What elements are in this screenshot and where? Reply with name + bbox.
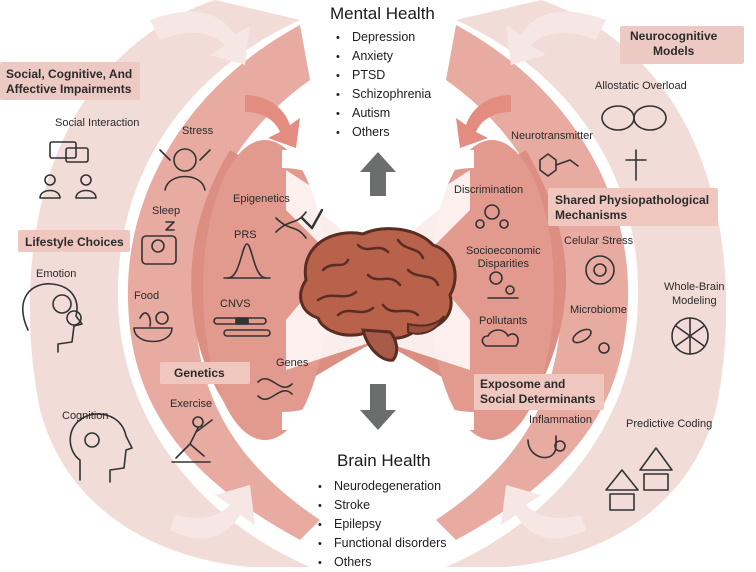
brain-health-list: Neurodegeneration Stroke Epilepsy Functi… (318, 477, 447, 572)
socioeconomic-icon (487, 271, 519, 299)
arrow-down-icon (360, 384, 396, 430)
outer-right-band (446, 0, 727, 567)
mental-health-list: Depression Anxiety PTSD Schizophrenia Au… (336, 28, 431, 142)
stress-label: Stress (182, 125, 214, 137)
inner-arrows (282, 150, 474, 430)
physio-header: Shared Physiopathological Mechanisms (555, 193, 710, 222)
list-item: Schizophrenia (336, 85, 431, 104)
models-header-bg (620, 26, 744, 64)
neurotransmitter-icon (539, 153, 579, 177)
microbiome-label: Microbiome (570, 304, 627, 316)
list-item: Others (318, 553, 447, 572)
list-item: Depression (336, 28, 431, 47)
inflammation-icon (527, 435, 566, 459)
allostatic-label: Allostatic Overload (595, 80, 687, 92)
cognition-icon (69, 413, 133, 483)
list-item: Neurodegeneration (318, 477, 447, 496)
genes-label: Genes (276, 357, 309, 369)
microbiome-icon (572, 328, 610, 354)
stress-icon (159, 148, 211, 191)
social-header-bg (0, 62, 140, 100)
pollutants-icon (481, 329, 519, 347)
sleep-label: Sleep (152, 205, 181, 217)
inflammation-label: Inflammation (529, 414, 592, 426)
genetics-header: Genetics (174, 366, 225, 380)
cognition-label: Cognition (62, 410, 109, 422)
outer-left-band (29, 0, 310, 567)
mental-health-title: Mental Health (330, 4, 435, 23)
brain-health-title: Brain Health (337, 451, 431, 470)
neurotransmitter-label: Neurotransmitter (511, 130, 593, 142)
socioeconomic-label: Socioeconomic Disparities (466, 245, 541, 270)
pollutants-label: Pollutants (479, 315, 528, 327)
social-interaction-icon (39, 141, 97, 199)
exercise-icon (171, 416, 213, 463)
list-item: Anxiety (336, 47, 431, 66)
list-item: Epilepsy (318, 515, 447, 534)
cellular-stress-label: Celular Stress (564, 235, 634, 247)
discrimination-label: Discrimination (454, 184, 524, 196)
cellular-stress-icon (585, 255, 615, 285)
exercise-label: Exercise (170, 398, 213, 410)
outer-arrows (150, 11, 606, 539)
genes-icon (257, 378, 293, 400)
social-interaction-label: Social Interaction (55, 117, 140, 129)
exposome-header-bg (474, 374, 604, 410)
list-item: Functional disorders (318, 534, 447, 553)
emotion-label: Emotion (36, 268, 77, 280)
list-item: Stroke (318, 496, 447, 515)
predictive-label: Predictive Coding (626, 418, 713, 430)
emotion-icon (22, 283, 83, 353)
whole-brain-modeling-icon (671, 317, 709, 355)
models-header: Neurocognitive Models (630, 29, 718, 58)
brain-icon (299, 227, 457, 362)
allostatic-overload-icon (601, 105, 667, 181)
list-item: Others (336, 123, 431, 142)
middle-arrows (245, 95, 511, 148)
lifestyle-header: Lifestyle Choices (25, 235, 124, 249)
list-item: Autism (336, 104, 431, 123)
discrimination-icon (475, 204, 509, 229)
arrow-up-icon (360, 152, 396, 196)
food-label: Food (134, 290, 160, 302)
cnvs-label: CNVS (220, 298, 251, 310)
food-icon (133, 311, 173, 343)
lifestyle-header-bg (18, 230, 130, 252)
prs-icon (223, 243, 271, 279)
epigenetics-label: Epigenetics (233, 193, 290, 205)
exposome-header: Exposome and Social Determinants (480, 377, 596, 406)
list-item: PTSD (336, 66, 431, 85)
whole-brain-label: Whole-Brain Modeling (664, 281, 725, 307)
epigenetics-icon (275, 208, 324, 239)
prs-label: PRS (234, 229, 257, 241)
middle-right-band (436, 25, 629, 540)
sleep-icon (141, 221, 177, 265)
predictive-coding-icon (605, 447, 673, 511)
social-header: Social, Cognitive, And Affective Impairm… (6, 67, 133, 96)
genetics-header-bg (160, 362, 250, 384)
physio-header-bg (548, 188, 718, 226)
cnvs-icon (213, 317, 271, 337)
